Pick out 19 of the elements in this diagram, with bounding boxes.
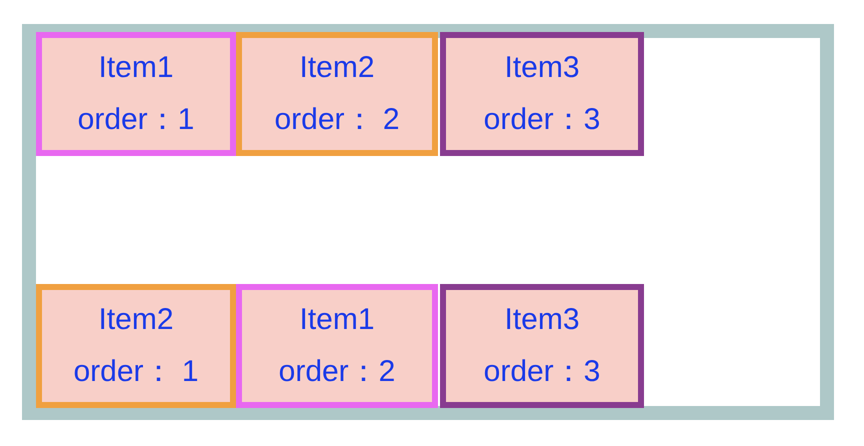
item-title: Item2: [299, 50, 375, 86]
order-label: order：3: [484, 102, 600, 138]
flex-container-box: [22, 24, 834, 420]
order-label: order： 2: [274, 102, 400, 138]
flex-item-box: [36, 284, 236, 408]
order-label: order：2: [278, 354, 396, 390]
flex-item-box: [440, 284, 644, 408]
order-label: order： 1: [73, 354, 199, 390]
flex-item-box: [236, 284, 438, 408]
flex-item-box: [440, 32, 644, 156]
item-title: Item2: [98, 302, 174, 338]
flex-item-box: [236, 32, 438, 156]
item-title: Item1: [299, 302, 375, 338]
order-label: order：3: [484, 354, 600, 390]
order-label: order：1: [78, 102, 194, 138]
item-title: Item3: [504, 302, 580, 338]
flex-item-box: [36, 32, 236, 156]
item-title: Item3: [504, 50, 580, 86]
item-title: Item1: [98, 50, 174, 86]
